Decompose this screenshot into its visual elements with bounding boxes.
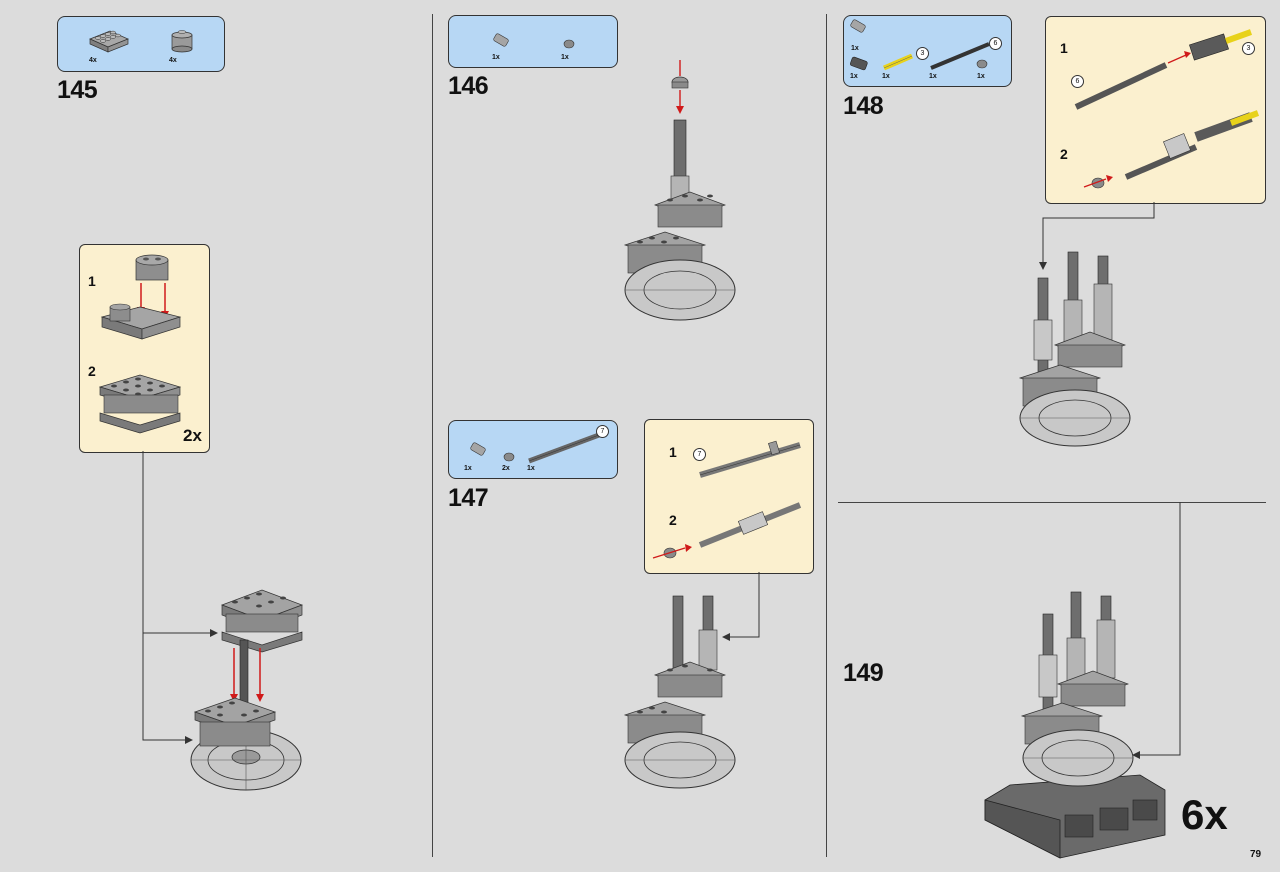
sub-step-label: 1 [1060, 40, 1068, 56]
length-badge: 7 [693, 448, 706, 461]
axle-7-icon [528, 432, 600, 464]
sub-step-label: 1 [669, 444, 677, 460]
half-bush-icon [503, 452, 515, 462]
half-bush-icon [976, 59, 988, 69]
dark-connector-icon [850, 56, 868, 71]
part-qty: 1x [929, 73, 937, 80]
step-number-145: 145 [57, 76, 98, 104]
half-bush-icon [563, 39, 575, 49]
part-qty: 1x [492, 54, 500, 61]
part-qty: 1x [464, 465, 472, 472]
length-badge: 3 [916, 47, 929, 60]
part-qty: 4x [89, 57, 97, 64]
length-badge: 6 [1071, 75, 1084, 88]
length-badge: 7 [596, 425, 609, 438]
part-qty: 2x [502, 465, 510, 472]
parts-box-147: 7 1x 2x 1x [448, 420, 618, 479]
part-qty: 1x [561, 54, 569, 61]
part-qty: 1x [977, 73, 985, 80]
sub-step-label: 2 [669, 512, 677, 528]
sub-assembly-box-145: 1 2 2x [79, 244, 210, 453]
sub-assembly-illustration-147 [652, 440, 802, 559]
column-divider-2 [826, 14, 827, 857]
length-badge: 6 [989, 37, 1002, 50]
bush-connector-icon [470, 442, 486, 456]
repeat-count: 6x [1181, 791, 1228, 838]
column-divider-1 [432, 14, 433, 857]
sub-assembly-illustration-145 [98, 254, 182, 434]
parts-box-145: 4x 4x [57, 16, 225, 72]
step-number-148: 148 [843, 92, 884, 120]
step-number-146: 146 [448, 72, 489, 100]
sub-step-label: 2 [88, 363, 96, 379]
sub-assembly-illustration-148 [1074, 29, 1260, 189]
bush-connector-icon [850, 19, 866, 33]
part-qty: 1x [882, 73, 890, 80]
step-divider-148-149 [838, 502, 1266, 503]
plate-2x4-icon [89, 30, 129, 53]
yellow-axle-3-icon [883, 53, 913, 71]
round-brick-2x2-icon [171, 30, 193, 53]
parts-box-146: 1x 1x [448, 15, 618, 68]
parts-box-148: 3 6 1x 1x 1x 1x 1x [843, 15, 1012, 87]
sub-assembly-box-148: 1 6 3 2 [1045, 16, 1266, 204]
page-number: 79 [1250, 849, 1262, 860]
sub-step-label: 2 [1060, 146, 1068, 162]
part-qty: 1x [527, 465, 535, 472]
part-qty: 1x [850, 73, 858, 80]
sub-assembly-box-147: 1 7 2 [644, 419, 814, 574]
multiplier-badge: 2x [183, 426, 202, 445]
length-badge: 3 [1242, 42, 1255, 55]
step-number-147: 147 [448, 484, 489, 512]
bush-connector-icon [493, 33, 509, 47]
sub-step-label: 1 [88, 273, 96, 289]
axle-6-icon [930, 42, 990, 70]
part-qty: 4x [169, 57, 177, 64]
step-number-149: 149 [843, 659, 884, 687]
part-qty: 1x [851, 45, 859, 52]
